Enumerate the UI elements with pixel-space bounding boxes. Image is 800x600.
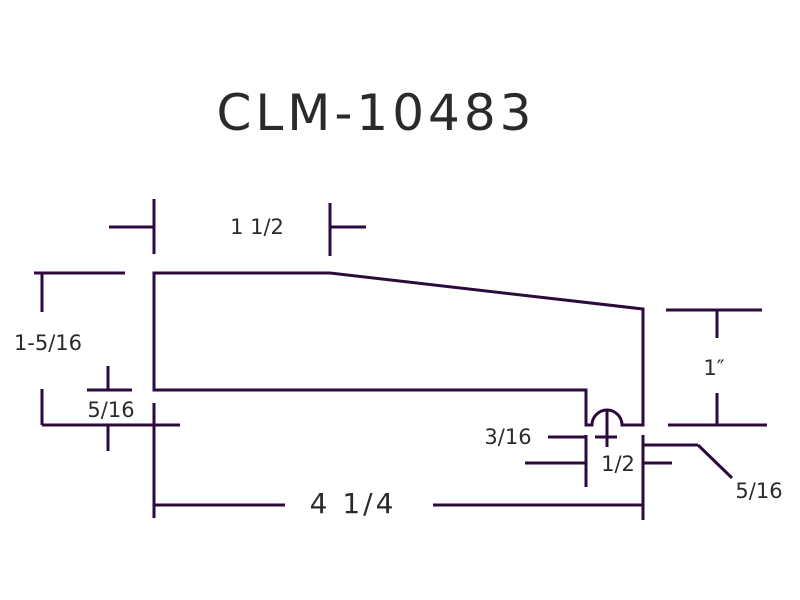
- dim-label: 4 1/4: [310, 487, 397, 520]
- part-number-title: CLM-10483: [216, 84, 535, 142]
- dim-label: 1-5/16: [14, 331, 82, 355]
- dim-label: 5/16: [735, 479, 782, 503]
- dim-right-height: 1″: [666, 308, 767, 427]
- dim-top-width: 1 1/2: [109, 199, 366, 256]
- dim-overall-height: 1-5/16: [14, 271, 180, 427]
- dim-right-lip: 5/16: [641, 435, 783, 520]
- dim-label: 1″: [703, 356, 724, 380]
- dim-groove: 3/16 1/2: [484, 410, 635, 487]
- dim-bottom-thickness: 5/16: [87, 366, 135, 451]
- dim-label: 1 1/2: [230, 215, 284, 239]
- dim-label: 5/16: [87, 398, 134, 422]
- dim-label: 1/2: [601, 452, 635, 476]
- molding-profile: [152, 271, 645, 427]
- dim-overall-width: 4 1/4: [152, 403, 643, 520]
- dim-label: 3/16: [484, 425, 531, 449]
